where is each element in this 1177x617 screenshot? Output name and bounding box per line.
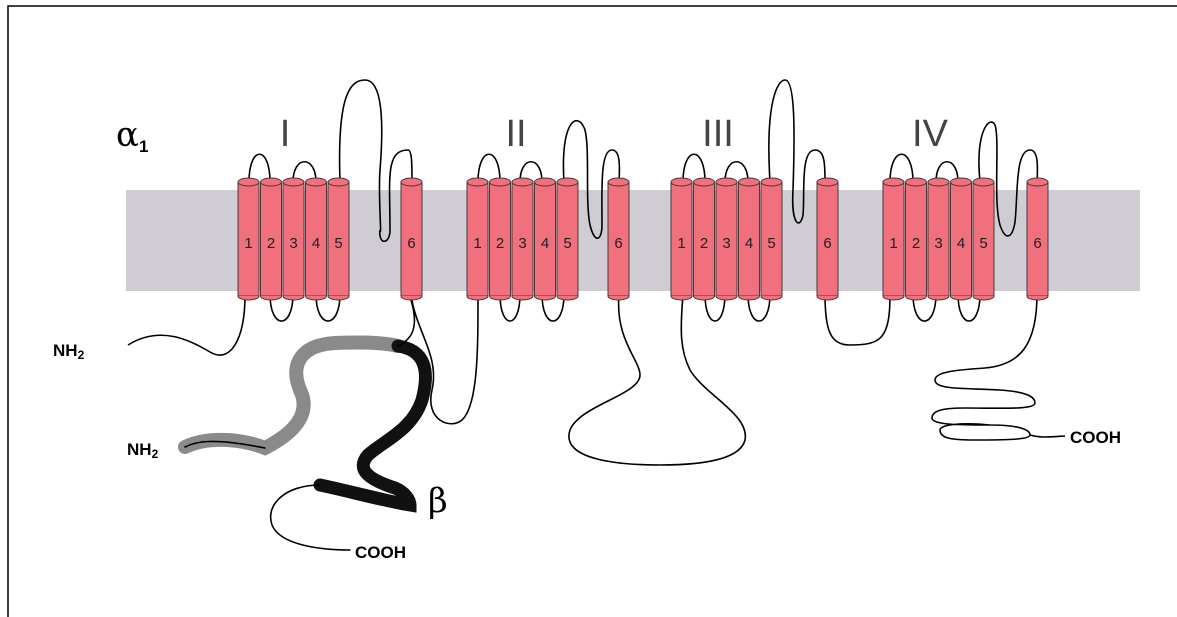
helix-III-S5: 5 (761, 178, 782, 300)
helix-number-IV-4: 4 (957, 235, 965, 252)
helix-II-S4: 4 (535, 178, 556, 300)
domain-label-III: III (702, 113, 734, 155)
helix-II-S6: 6 (608, 178, 629, 300)
helix-number-I-2: 2 (267, 235, 275, 252)
figure-border (8, 6, 1177, 617)
helix-number-II-2: 2 (496, 235, 504, 252)
helix-number-IV-5: 5 (979, 235, 987, 252)
helix-IV-S3: 3 (928, 178, 949, 300)
helix-number-I-4: 4 (312, 235, 320, 252)
helix-I-S2: 2 (261, 178, 282, 300)
helix-I-S1: 1 (238, 178, 259, 300)
alpha-n-terminus-label: NH2 (53, 341, 85, 362)
helix-number-II-5: 5 (563, 235, 571, 252)
helix-number-I-6: 6 (407, 235, 415, 252)
beta-alpha-link (398, 300, 414, 346)
helix-number-III-3: 3 (722, 235, 730, 252)
helix-number-II-3: 3 (518, 235, 526, 252)
helix-II-S3: 3 (512, 178, 533, 300)
helix-number-III-1: 1 (677, 235, 685, 252)
helix-III-S3: 3 (716, 178, 737, 300)
helix-IV-S5: 5 (973, 178, 994, 300)
helix-number-I-5: 5 (334, 235, 342, 252)
beta-n-terminus-label: NH2 (127, 440, 159, 461)
helix-III-S1: 1 (671, 178, 692, 300)
helix-II-S1: 1 (467, 178, 488, 300)
helix-number-III-6: 6 (823, 235, 831, 252)
helix-III-S2: 2 (694, 178, 715, 300)
beta-label: β (428, 481, 448, 521)
helix-III-S6: 6 (817, 178, 838, 300)
helix-II-S2: 2 (490, 178, 511, 300)
beta-dark-segment (320, 346, 425, 505)
helix-I-S3: 3 (283, 178, 304, 300)
domain-label-IV: IV (912, 113, 949, 155)
helix-number-IV-2: 2 (912, 235, 920, 252)
helix-number-III-2: 2 (700, 235, 708, 252)
helix-number-III-4: 4 (745, 235, 753, 252)
helix-I-S6: 6 (401, 178, 422, 300)
helix-I-S4: 4 (306, 178, 327, 300)
alpha-c-terminus-label: COOH (1070, 428, 1121, 447)
helix-IV-S2: 2 (906, 178, 927, 300)
domain-label-I: I (280, 113, 291, 155)
helix-number-II-4: 4 (541, 235, 549, 252)
helix-number-IV-6: 6 (1033, 235, 1041, 252)
helix-number-II-6: 6 (614, 235, 622, 252)
helix-IV-S6: 6 (1027, 178, 1048, 300)
helix-I-S5: 5 (328, 178, 349, 300)
helix-number-I-1: 1 (244, 235, 252, 252)
helix-IV-S1: 1 (883, 178, 904, 300)
beta-subunit (185, 300, 425, 550)
helix-II-S5: 5 (557, 178, 578, 300)
beta-c-terminus-label: COOH (355, 543, 406, 562)
domain-label-II: II (505, 113, 526, 155)
helix-III-S4: 4 (739, 178, 760, 300)
helix-number-I-3: 3 (289, 235, 297, 252)
helix-IV-S4: 4 (951, 178, 972, 300)
helix-number-IV-1: 1 (889, 235, 897, 252)
beta-light-segment (185, 342, 398, 448)
helix-number-II-1: 1 (473, 235, 481, 252)
helix-number-III-5: 5 (767, 235, 775, 252)
alpha1-label: α1 (116, 115, 148, 156)
helix-number-IV-3: 3 (934, 235, 942, 252)
